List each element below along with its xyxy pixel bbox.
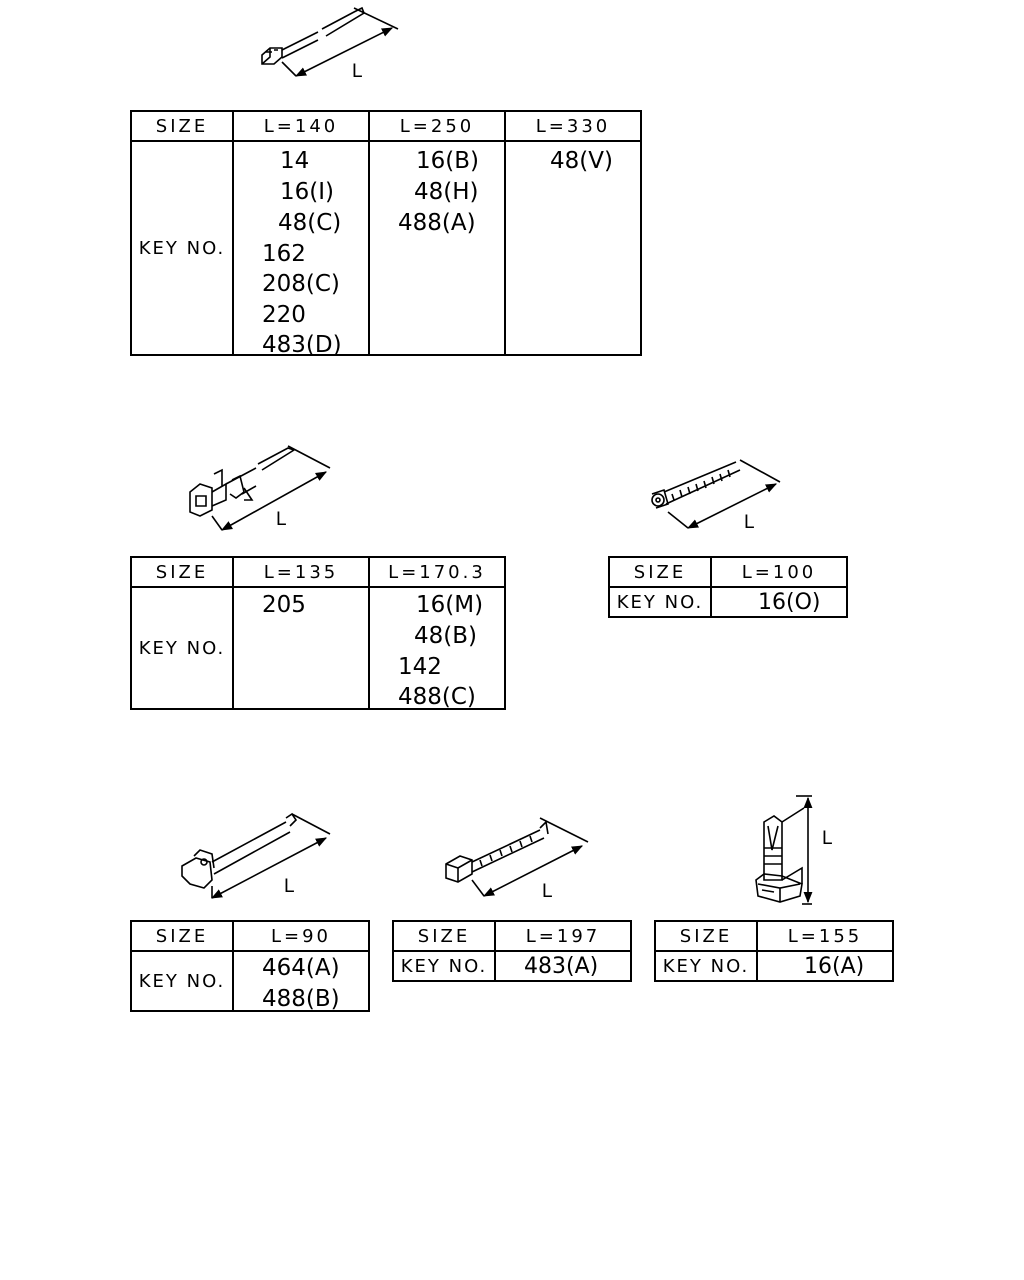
key-number: 48(V) — [550, 148, 613, 174]
key-no-label: KEY NO. — [130, 586, 234, 710]
key-number: 48(B) — [414, 623, 477, 649]
size-table-6: SIZE L=155 KEY NO. 16(A) — [654, 920, 894, 982]
dimension-label-3: L — [744, 512, 755, 533]
size-column-header: L=155 — [756, 920, 894, 952]
key-number: 208(C) — [262, 271, 340, 297]
key-number: 16(I) — [280, 179, 334, 205]
size-header: SIZE — [130, 920, 234, 952]
key-number: 14 — [280, 148, 310, 174]
key-number: 483(A) — [524, 954, 599, 979]
key-no-label: KEY NO. — [654, 950, 758, 982]
size-table-2: SIZE L=135 L=170.3 KEY NO. 205 16(M) 48(… — [130, 556, 506, 710]
dimension-label-2: L — [276, 509, 287, 530]
key-number: 220 — [262, 302, 306, 328]
size-column-header: L=197 — [494, 920, 632, 952]
size-table-1: SIZE L=140 L=250 L=330 KEY NO. 14 16(I) … — [130, 110, 642, 358]
size-column-header: L=170.3 — [368, 556, 506, 588]
key-cell: 205 — [232, 586, 370, 710]
size-column-header: L=330 — [504, 110, 642, 142]
key-number: 16(O) — [758, 590, 821, 615]
size-header: SIZE — [608, 556, 712, 588]
key-cell: 483(A) — [494, 950, 632, 982]
size-column-header: L=250 — [368, 110, 506, 142]
key-number: 142 — [398, 654, 442, 680]
size-header: SIZE — [130, 110, 234, 142]
key-cell: 14 16(I) 48(C) 162 208(C) 220 483(D) — [232, 140, 370, 358]
key-cell: 48(V) — [504, 140, 642, 356]
key-number: 205 — [262, 592, 306, 618]
cable-tie-illustration-5: L — [445, 817, 589, 902]
key-cell: 16(B) 48(H) 488(A) — [368, 140, 506, 356]
size-table-4: SIZE L=90 KEY NO. 464(A) 488(B) — [130, 920, 370, 1012]
cable-tie-illustration-6: L — [755, 795, 833, 905]
key-number: 488(C) — [398, 684, 476, 710]
cable-tie-illustration-4: L — [181, 812, 331, 899]
key-number: 162 — [262, 241, 306, 267]
size-column-header: L=90 — [232, 920, 370, 952]
key-number: 16(B) — [416, 148, 479, 174]
key-number: 48(C) — [278, 210, 342, 236]
size-column-header: L=140 — [232, 110, 370, 142]
key-number: 48(H) — [414, 179, 479, 205]
cable-tie-illustration-1: L — [261, 6, 399, 82]
dimension-label-1: L — [352, 61, 363, 82]
size-header: SIZE — [654, 920, 758, 952]
key-number: 16(A) — [804, 954, 865, 979]
key-no-label: KEY NO. — [130, 140, 234, 356]
dimension-label-6: L — [822, 828, 833, 849]
key-no-label: KEY NO. — [130, 950, 234, 1012]
dimension-label-5: L — [542, 881, 553, 902]
key-cell: 16(M) 48(B) 142 488(C) — [368, 586, 506, 710]
size-header: SIZE — [130, 556, 234, 588]
key-number: 464(A) — [262, 955, 340, 981]
key-cell: 16(O) — [710, 586, 848, 618]
key-cell: 16(A) — [756, 950, 894, 982]
key-number: 488(A) — [398, 210, 476, 236]
key-number: 488(B) — [262, 986, 340, 1012]
size-column-header: L=135 — [232, 556, 370, 588]
cable-tie-illustration-2: L — [189, 445, 331, 531]
key-number: 483(D) — [262, 332, 342, 358]
dimension-label-4: L — [284, 876, 295, 897]
cable-tie-illustration-3: L — [651, 459, 781, 533]
size-table-3: SIZE L=100 KEY NO. 16(O) — [608, 556, 848, 618]
key-no-label: KEY NO. — [608, 586, 712, 618]
size-column-header: L=100 — [710, 556, 848, 588]
key-cell: 464(A) 488(B) — [232, 950, 370, 1012]
size-header: SIZE — [392, 920, 496, 952]
key-no-label: KEY NO. — [392, 950, 496, 982]
size-table-5: SIZE L=197 KEY NO. 483(A) — [392, 920, 632, 982]
key-number: 16(M) — [416, 592, 484, 618]
